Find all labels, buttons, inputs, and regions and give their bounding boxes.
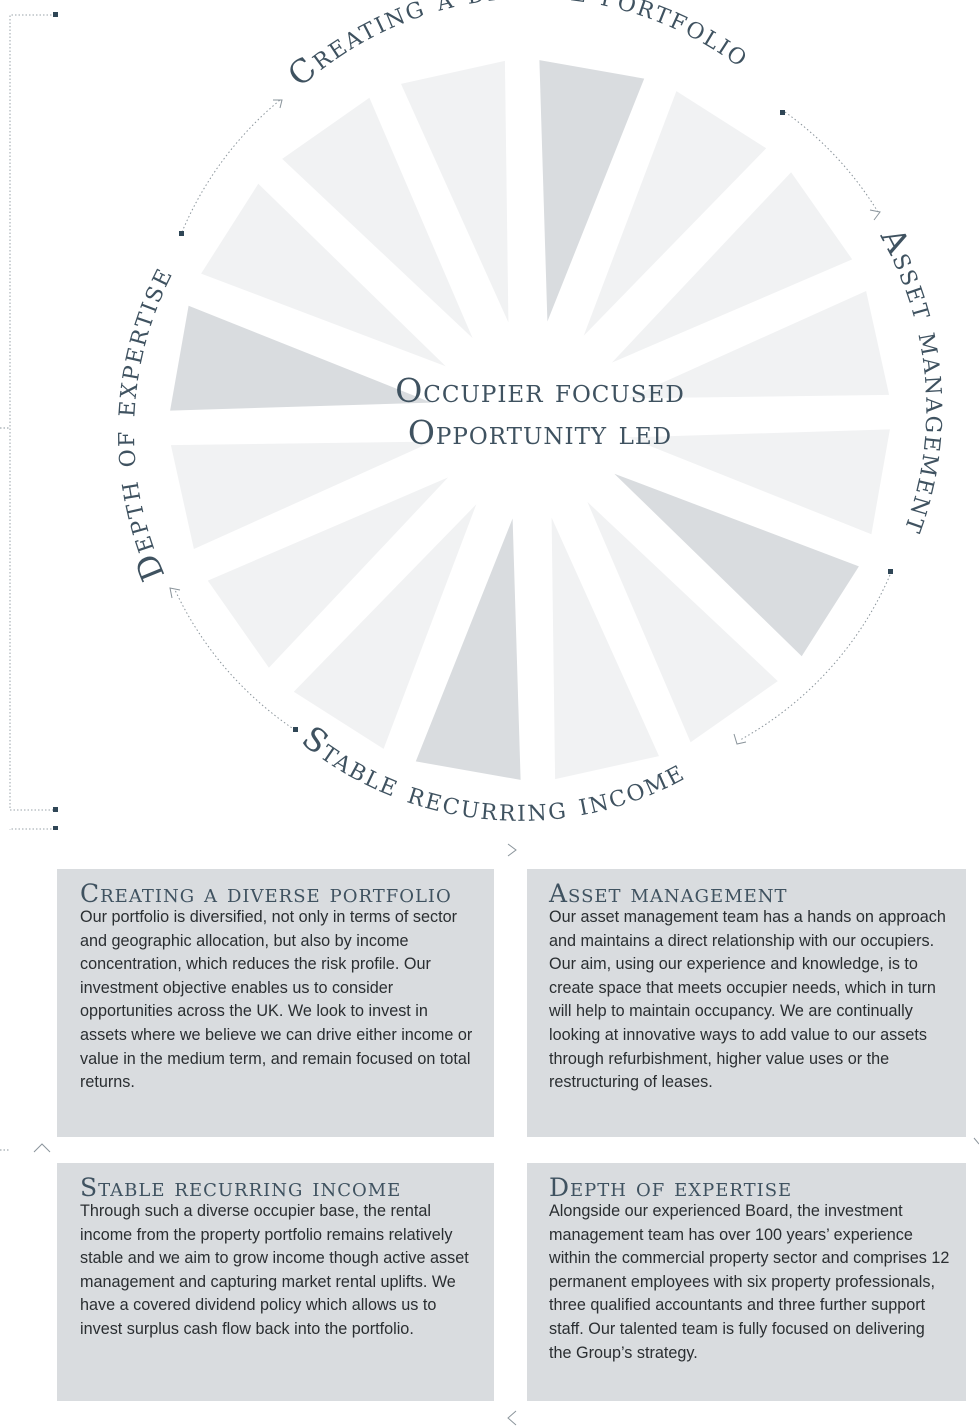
bracket-end-square — [53, 12, 58, 17]
arrow-icon — [273, 99, 283, 109]
sunburst-ray — [207, 477, 449, 668]
connector-end-squares — [179, 110, 893, 732]
card-title: Depth of expertise — [549, 1173, 793, 1202]
sunburst-ray — [415, 518, 521, 780]
arrow-left-icon — [507, 1410, 517, 1426]
sunburst-ray — [551, 517, 659, 780]
bracket-end-square — [53, 826, 58, 830]
sunburst-ray — [628, 429, 890, 535]
arrow-icon — [869, 209, 881, 221]
card-title: Creating a diverse portfolio — [80, 879, 452, 908]
sunburst-ray — [170, 305, 432, 411]
sunburst-ray — [282, 97, 473, 339]
card-body: Through such a diverse occupier base, th… — [80, 1202, 469, 1338]
sunburst-ray — [587, 501, 778, 743]
sunburst-ray — [293, 504, 477, 749]
card-creating-diverse-portfolio: Creating a diverse portfolio Our portfol… — [57, 869, 494, 1137]
sunburst-ray — [401, 60, 509, 323]
arrow-icon — [169, 587, 181, 599]
card-depth-of-expertise: Depth of expertise Alongside our experie… — [527, 1163, 966, 1401]
centre-line-1: Occupier focused — [395, 371, 685, 410]
card-asset-management: Asset management Our asset management te… — [527, 869, 966, 1137]
sunburst-ray — [539, 60, 645, 322]
sunburst-ray — [201, 183, 446, 367]
card-title: Asset management — [549, 879, 788, 908]
sunburst-ray — [170, 441, 433, 549]
strategy-wheel-diagram: Creating a diverse portfolio Asset manag… — [9, 0, 954, 830]
card-body: Alongside our experienced Board, the inv… — [549, 1202, 950, 1362]
arrow-icon — [733, 733, 747, 745]
left-bracket — [9, 14, 55, 830]
card-stable-recurring-income: Stable recurring income Through such a d… — [57, 1163, 494, 1401]
card-body: Our portfolio is diversified, not only i… — [80, 908, 473, 1092]
arrow-down-icon — [973, 1137, 979, 1145]
card-title: Stable recurring income — [80, 1173, 402, 1202]
sunburst-rays — [170, 60, 890, 780]
cycle-connectors — [174, 99, 891, 741]
arrow-right-icon — [507, 843, 517, 857]
sunburst-ray — [583, 91, 767, 336]
arrow-up-icon — [33, 1143, 51, 1153]
centre-line-2: Opportunity led — [407, 413, 673, 452]
sunburst-ray — [627, 291, 890, 399]
diagram-centre-title: Occupier focused Opportunity led — [290, 370, 790, 454]
bracket-end-square — [53, 807, 58, 812]
sunburst-ray — [611, 172, 853, 363]
connector-arrowheads — [169, 99, 881, 745]
sunburst-ray — [614, 473, 859, 657]
card-body: Our asset management team has a hands on… — [549, 908, 946, 1092]
